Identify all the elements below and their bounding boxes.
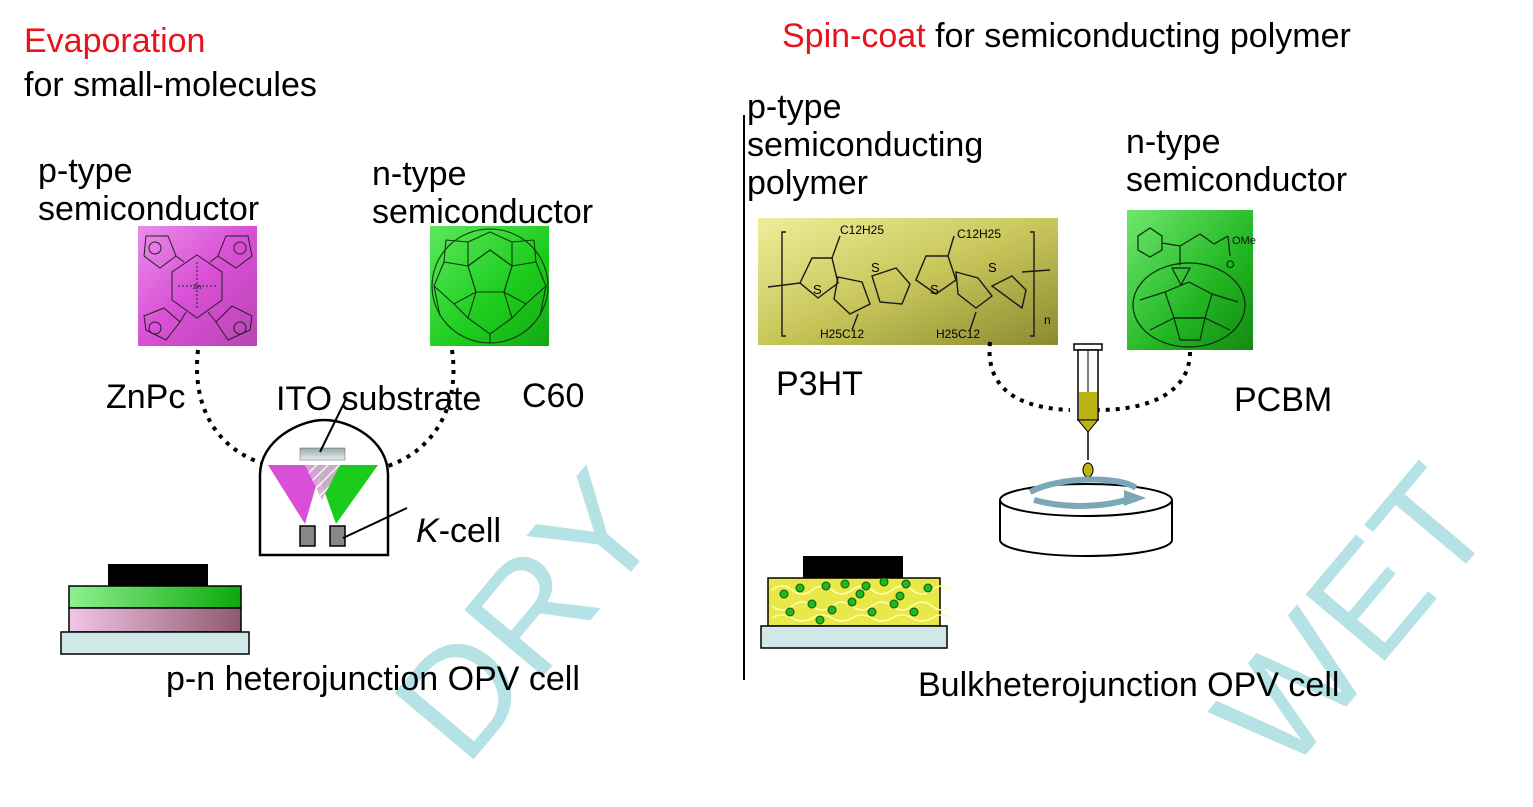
pn-device-caption: p-n heterojunction OPV cell (166, 660, 580, 698)
p3ht-label: P3HT (776, 365, 863, 403)
p3ht-s1: S (813, 282, 822, 297)
pn-device-stack (60, 564, 250, 655)
bhj-device-caption: Bulkheterojunction OPV cell (918, 666, 1340, 704)
spincoat-method: Spin-coat (782, 17, 926, 55)
znpc-label: ZnPc (106, 378, 186, 416)
ito-substrate-block (299, 447, 346, 461)
spin-coater (999, 476, 1173, 557)
p3ht-structure-image: S S S S C12H25 C12H25 H25C12 H25C12 n (758, 218, 1058, 345)
evaporation-subtitle: for small-molecules (24, 66, 317, 104)
right-n-type-label: n-type semiconductor (1126, 123, 1348, 200)
c60-structure-image (430, 226, 549, 346)
pcbm-ome: OMe (1232, 235, 1256, 247)
ito-substrate-label: ITO substrate (276, 380, 482, 418)
k-cell-italic-k: K (416, 512, 439, 550)
k-cell-right (329, 525, 346, 547)
right-p-type-label: p-type semiconducting polymer (747, 88, 984, 203)
znpc-structure-image: Zn (138, 226, 257, 346)
p3ht-s4: S (988, 260, 997, 275)
mixed-vapor-zone (305, 465, 340, 500)
k-cell-left (299, 525, 316, 547)
p3ht-sidechain-2: C12H25 (957, 227, 1001, 241)
pcbm-o: O (1226, 259, 1235, 271)
spincoat-subtitle: for semiconducting polymer (925, 17, 1351, 55)
p3ht-s3: S (930, 282, 939, 297)
k-cell-label: K-cell (416, 512, 501, 550)
p3ht-sidechain-3: H25C12 (820, 327, 864, 341)
evaporator-chamber (258, 418, 390, 557)
kcell-pointer-line (342, 507, 408, 539)
k-cell-suffix: -cell (438, 512, 502, 550)
znpc-vapor-cone (268, 465, 322, 524)
right-dotted-arc (987, 341, 1192, 412)
p3ht-sidechain-4: H25C12 (936, 327, 980, 341)
zn-atom-label: Zn (193, 284, 201, 291)
p3ht-repeat-n: n (1044, 313, 1051, 327)
c60-label: C60 (522, 377, 585, 415)
p3ht-s2: S (871, 260, 880, 275)
syringe (1073, 343, 1103, 478)
left-dotted-arc (195, 349, 456, 472)
ito-pointer-line (319, 396, 348, 453)
pcbm-structure-image: OMe O (1127, 210, 1256, 350)
left-p-type-label: p-type semiconductor (38, 152, 260, 229)
spincoat-title: Spin-coat for semiconducting polymer (782, 17, 1351, 55)
pcbm-label: PCBM (1234, 381, 1333, 419)
bhj-device-stack (760, 556, 951, 649)
evaporation-title: Evaporation (24, 22, 206, 60)
left-n-type-label: n-type semiconductor (372, 155, 594, 232)
p3ht-sidechain-1: C12H25 (840, 223, 884, 237)
